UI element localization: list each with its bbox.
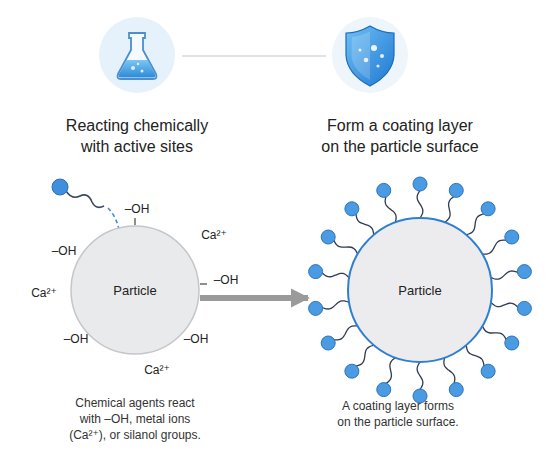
coating-head bbox=[377, 183, 391, 197]
coating-head bbox=[505, 336, 519, 350]
coating-head bbox=[449, 383, 463, 397]
particle-shape bbox=[71, 226, 199, 354]
caption-text: Chemical agents react with –OH, metal io… bbox=[50, 395, 220, 444]
coating-head bbox=[321, 230, 335, 244]
coating-chain bbox=[466, 345, 484, 366]
coating-head bbox=[309, 301, 323, 315]
coating-chain bbox=[322, 273, 349, 278]
coating-chain bbox=[482, 326, 506, 340]
coating-head bbox=[517, 301, 531, 315]
particle-label: Particle bbox=[398, 283, 441, 298]
coating-chain bbox=[385, 196, 396, 222]
metal-ion: Ca²⁺ bbox=[31, 285, 57, 301]
hydroxyl-group: –OH bbox=[184, 331, 209, 347]
coating-head bbox=[377, 383, 391, 397]
hydroxyl-group: –OH bbox=[64, 331, 89, 347]
hydroxyl-group: –OH bbox=[125, 201, 150, 217]
metal-ion: Ca²⁺ bbox=[144, 362, 170, 378]
shield-icon bbox=[332, 17, 408, 93]
coating-head bbox=[505, 230, 519, 244]
coating-layer bbox=[309, 177, 532, 403]
hydroxyl-group: –OH bbox=[52, 243, 77, 259]
coating-head bbox=[481, 202, 495, 216]
coating-head bbox=[517, 265, 531, 279]
coating-head bbox=[345, 364, 359, 378]
metal-ion: Ca²⁺ bbox=[201, 227, 227, 243]
flask-icon bbox=[99, 17, 175, 93]
coating-chain bbox=[356, 214, 374, 235]
coating-chain bbox=[482, 240, 506, 254]
process-line bbox=[182, 55, 326, 57]
coating-chain bbox=[334, 240, 358, 254]
particle-label: Particle bbox=[113, 283, 156, 298]
coating-chain bbox=[417, 190, 423, 218]
coating-chain bbox=[445, 196, 454, 222]
coating-chain bbox=[491, 303, 518, 308]
hydroxyl-group: –OH bbox=[214, 272, 239, 288]
particle-shape bbox=[348, 218, 492, 362]
particle-circle: Particle bbox=[310, 180, 530, 400]
coating-head bbox=[413, 177, 427, 191]
coating-chain bbox=[334, 326, 358, 340]
coating-head bbox=[449, 183, 463, 197]
process-arrow bbox=[200, 295, 308, 301]
step-title: Form a coating layer on the particle sur… bbox=[290, 116, 510, 158]
coating-head bbox=[309, 265, 323, 279]
coating-chain bbox=[466, 214, 484, 235]
coating-chain bbox=[322, 301, 349, 309]
coating-head bbox=[321, 336, 335, 350]
coating-chain bbox=[417, 362, 423, 390]
coating-chain bbox=[444, 358, 455, 384]
coating-chain bbox=[386, 358, 395, 384]
coating-chain bbox=[491, 271, 518, 279]
step-title: Reacting chemically with active sites bbox=[42, 116, 232, 158]
coating-head bbox=[345, 202, 359, 216]
coating-head bbox=[481, 364, 495, 378]
coating-chain bbox=[356, 345, 374, 366]
caption-text: A coating layer forms on the particle su… bbox=[298, 398, 498, 430]
particle-circle: Particle bbox=[70, 225, 200, 355]
